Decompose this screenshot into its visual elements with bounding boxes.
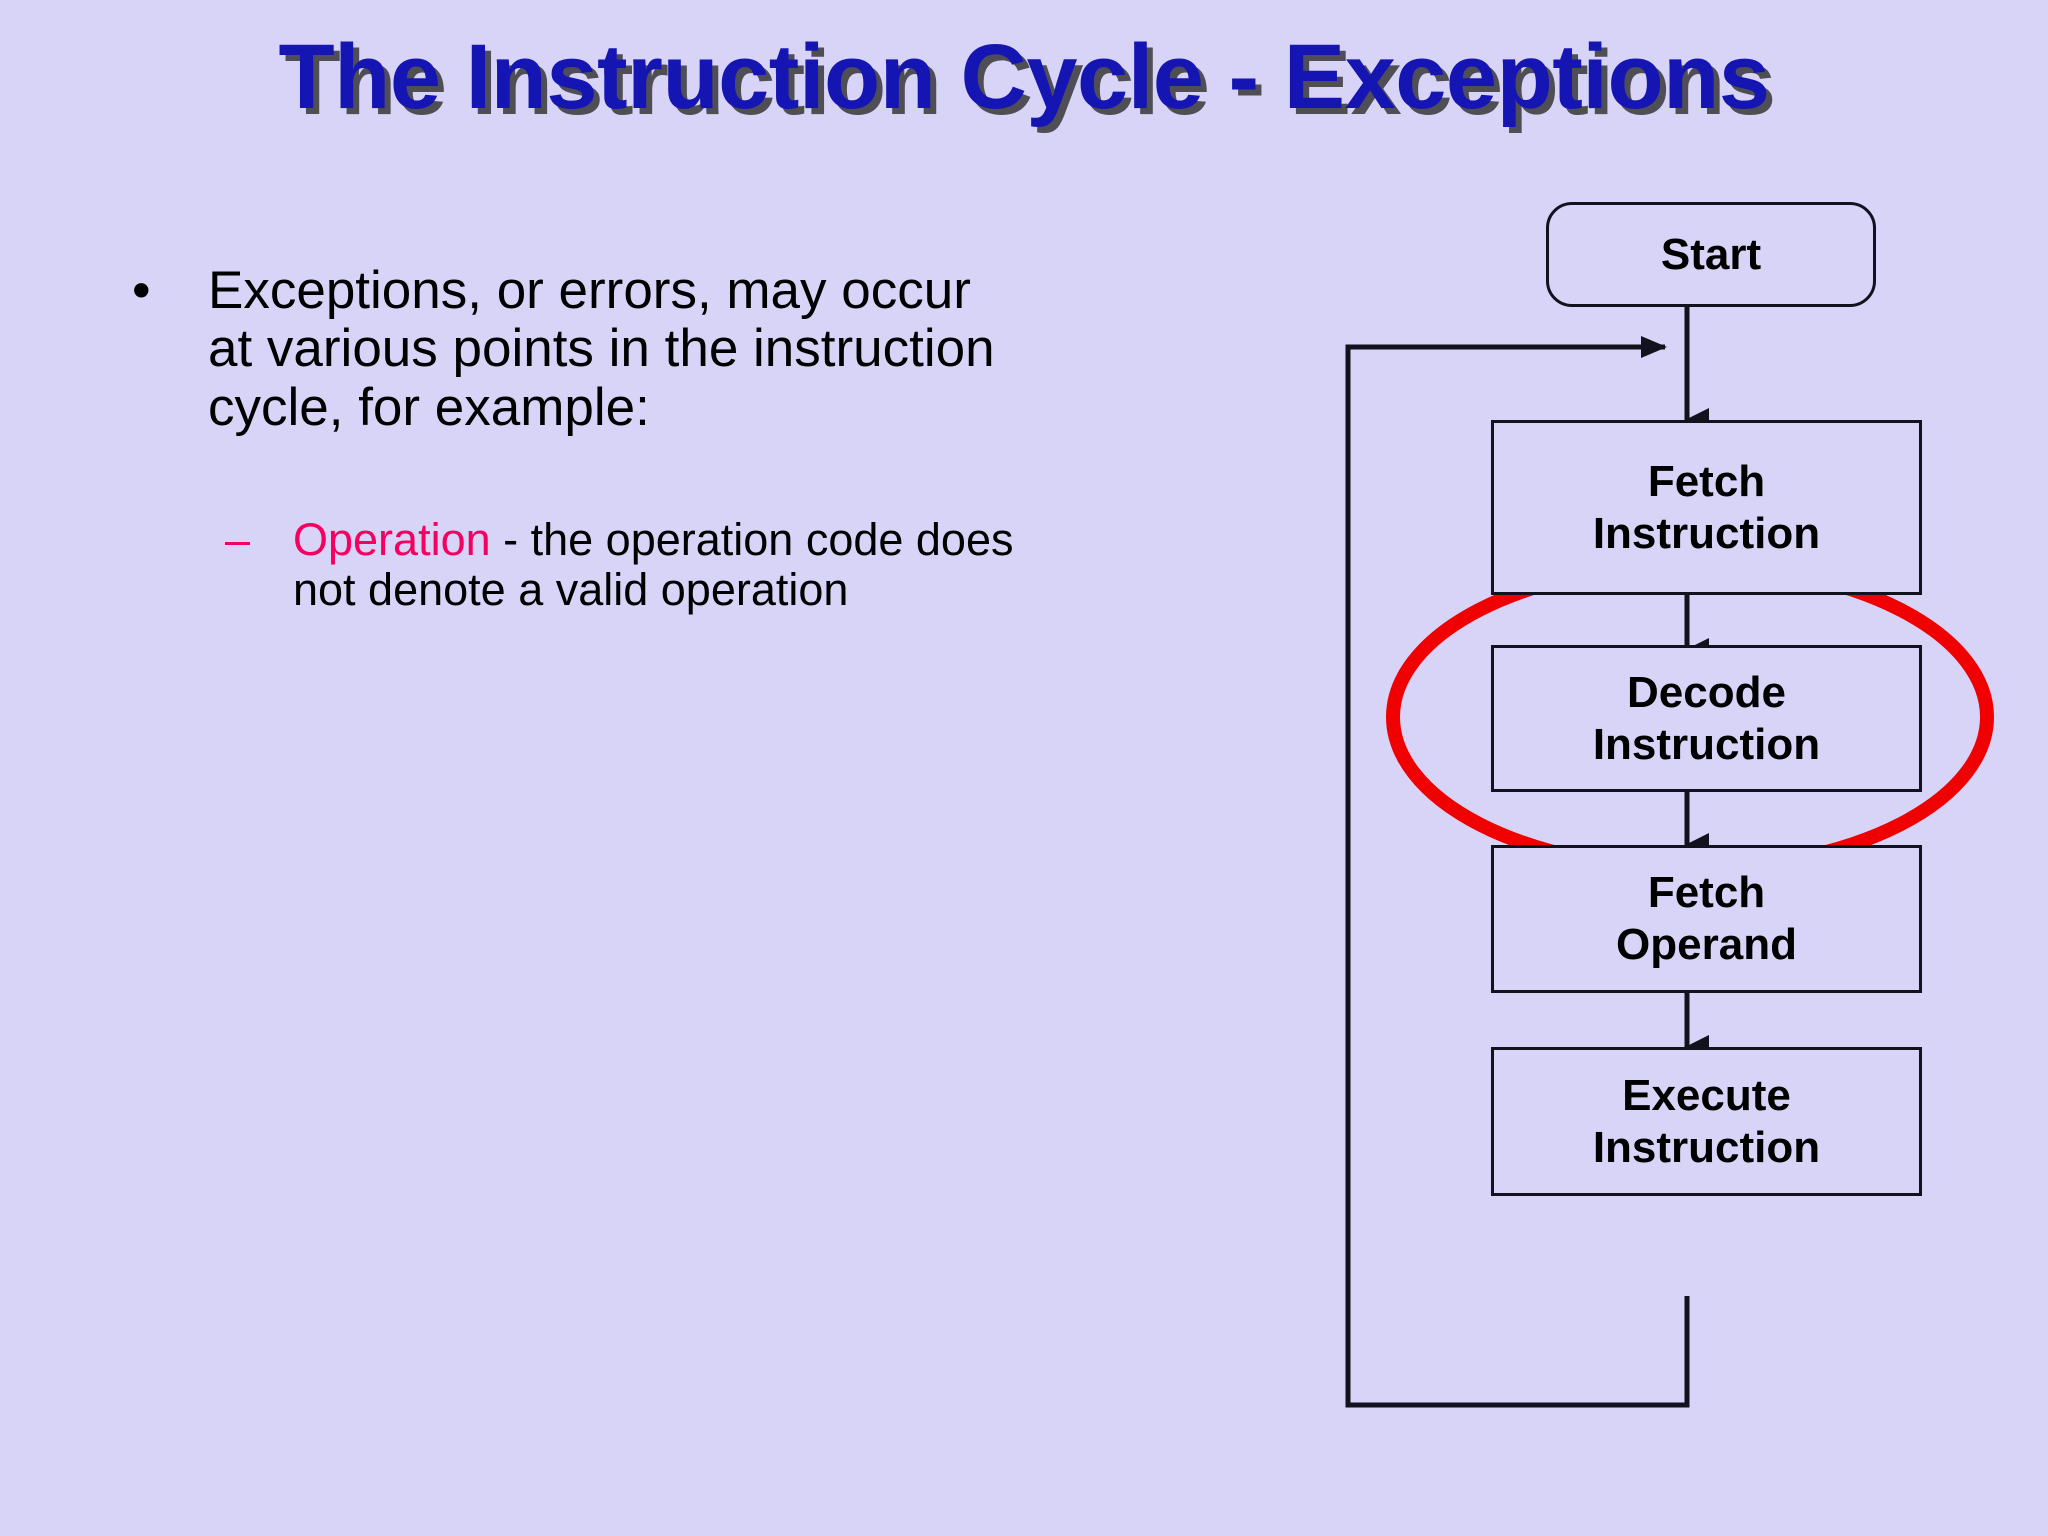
bullet-marker-icon: • bbox=[132, 261, 151, 320]
flow-node-label: Fetch Operand bbox=[1616, 867, 1797, 971]
flow-node-fetch-operand[interactable]: Fetch Operand bbox=[1491, 845, 1922, 993]
edge-loop-back-execute-to-fetch-instruction bbox=[1345, 336, 1690, 1408]
flow-node-label-line2: Instruction bbox=[1592, 508, 1821, 558]
flow-node-label: Start bbox=[1660, 229, 1762, 279]
page-title: The Instruction Cycle - Exceptions bbox=[278, 26, 1770, 128]
bullet-keyword: Operation bbox=[293, 513, 491, 565]
list-item: • Exceptions, or errors, may occur at va… bbox=[120, 261, 1020, 437]
bullet-text: Exceptions, or errors, may occur at vari… bbox=[208, 261, 995, 437]
flow-node-label: Execute Instruction bbox=[1593, 1070, 1820, 1174]
flow-node-execute-instruction[interactable]: Execute Instruction bbox=[1491, 1047, 1922, 1196]
flow-node-label-line2: Instruction bbox=[1592, 1122, 1821, 1172]
bullet-text: - the operation code does not denote a v… bbox=[293, 513, 1014, 616]
dash-marker-icon: – bbox=[225, 513, 251, 565]
flow-node-label-line1: Execute bbox=[1622, 1070, 1791, 1120]
flow-node-fetch-instruction[interactable]: Fetch Instruction bbox=[1491, 420, 1922, 595]
flow-node-label-line1: Decode bbox=[1627, 667, 1786, 717]
flow-node-label-line2: Operand bbox=[1616, 920, 1797, 969]
flow-node-decode-instruction[interactable]: Decode Instruction bbox=[1491, 645, 1922, 792]
bullet-list: • Exceptions, or errors, may occur at va… bbox=[120, 261, 1020, 616]
list-item: – Operation - the operation code does no… bbox=[215, 513, 1020, 616]
instruction-cycle-flowchart: Start Fetch Instruction Decode Instructi… bbox=[1320, 140, 2048, 1440]
flow-node-label-line1: Fetch bbox=[1647, 456, 1766, 506]
flow-node-label-line1: Fetch bbox=[1647, 868, 1766, 918]
flow-node-label-line2: Instruction bbox=[1592, 719, 1821, 769]
flow-node-label: Decode Instruction bbox=[1593, 667, 1820, 771]
flow-node-start[interactable]: Start bbox=[1546, 202, 1876, 307]
flow-node-label: Fetch Instruction bbox=[1593, 456, 1820, 560]
